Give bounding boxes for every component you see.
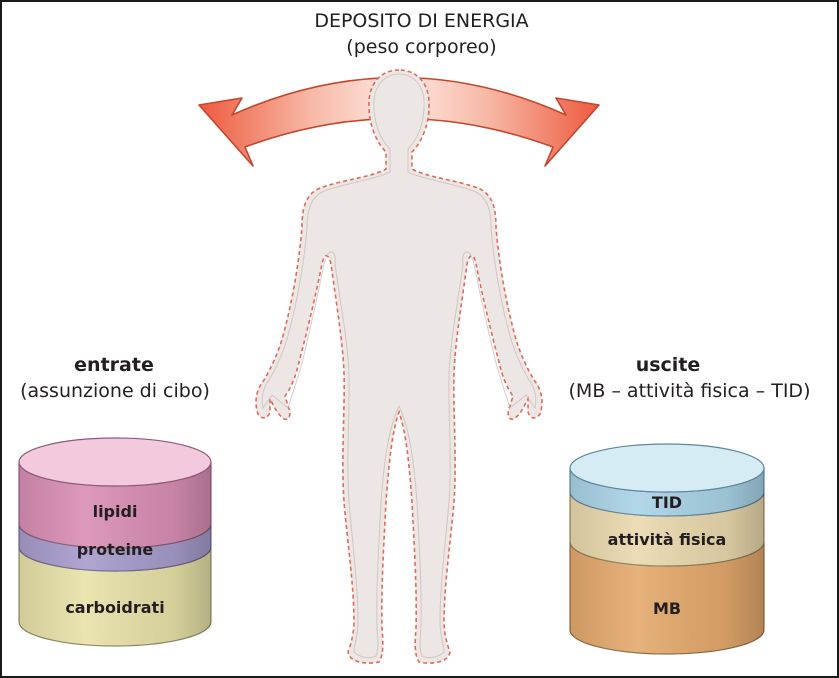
output-heading: uscite bbox=[635, 354, 701, 376]
human-body-figure bbox=[255, 69, 543, 664]
label-mb: MB bbox=[652, 599, 682, 618]
intake-subheading: (assunzione di cibo) bbox=[20, 380, 210, 402]
energy-exchange-arrow bbox=[198, 76, 600, 167]
diagram-subtitle: (peso corporeo) bbox=[346, 36, 497, 58]
intake-cylinder bbox=[18, 437, 212, 647]
diagram-title: DEPOSITO DI ENERGIA bbox=[314, 10, 529, 32]
output-cylinder-top bbox=[569, 443, 765, 493]
label-lipidi: lipidi bbox=[92, 502, 138, 521]
label-tid: TID bbox=[651, 493, 683, 512]
output-subheading: (MB – attività fisica – TID) bbox=[568, 380, 811, 402]
label-attivita-fisica: attività fisica bbox=[607, 530, 727, 549]
output-cylinder bbox=[569, 443, 765, 655]
intake-cylinder-top bbox=[18, 437, 212, 487]
label-carboidrati: carboidrati bbox=[65, 598, 165, 617]
label-proteine: proteine bbox=[76, 540, 154, 559]
intake-heading: entrate bbox=[74, 354, 154, 376]
